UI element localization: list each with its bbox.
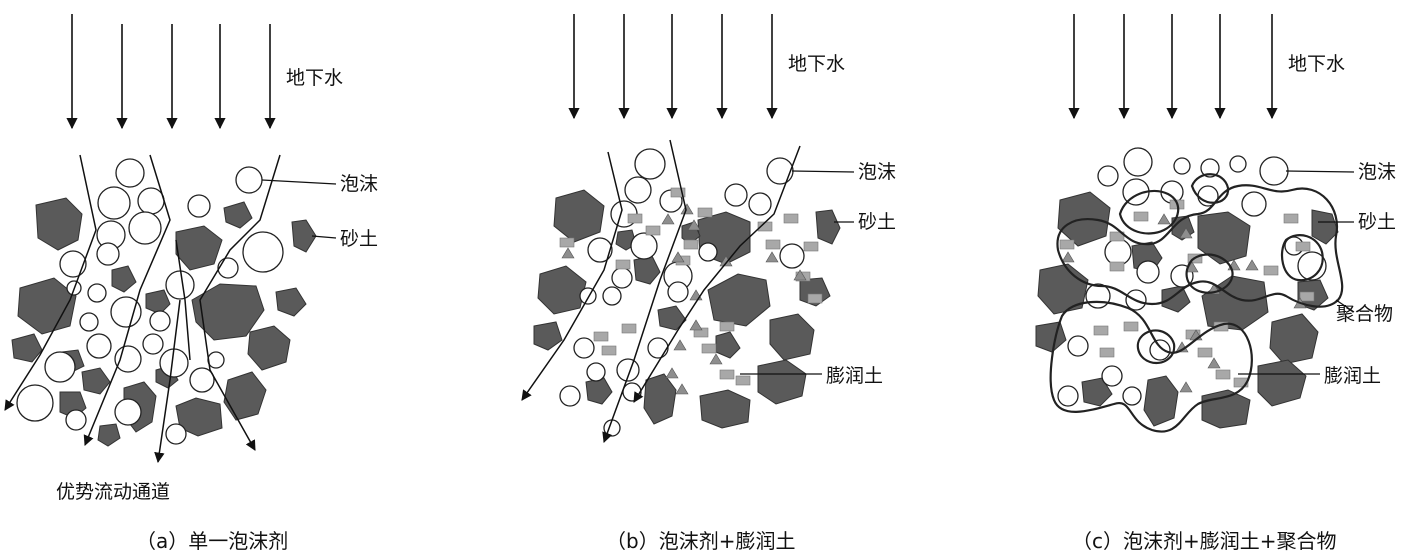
groundwater-arrows: [66, 14, 276, 130]
groundwater-arrows: [1068, 14, 1278, 120]
sand-label: 砂土: [1358, 211, 1396, 233]
polymer-label: 聚合物: [1336, 303, 1393, 325]
channel-label: 优势流动通道: [56, 481, 170, 503]
foam-bubbles: [559, 148, 805, 437]
groundwater-label: 地下水: [286, 67, 343, 89]
panel-c: 地下水: [1035, 14, 1396, 553]
flow-channels: [4, 154, 281, 464]
foam-label: 泡沫: [340, 173, 378, 195]
foam-bubbles: [16, 158, 284, 445]
bentonite-label: 膨润土: [826, 365, 883, 387]
caption-b: （b）泡沫剂+膨润土: [606, 529, 795, 553]
groundwater-label: 地下水: [788, 53, 845, 75]
sand-particles: [1035, 191, 1339, 429]
panel-a: 地下水: [4, 14, 378, 553]
leader-lines: [1238, 170, 1355, 375]
groundwater-label: 地下水: [1288, 53, 1345, 75]
groundwater-arrows: [568, 14, 778, 120]
sand-particles: [11, 197, 317, 447]
panel-b: 地下水: [521, 14, 896, 553]
polymer-network: [1049, 173, 1344, 433]
sand-label: 砂土: [858, 211, 896, 233]
caption-c: （c）泡沫剂+膨润土+聚合物: [1072, 529, 1337, 553]
caption-a: （a）单一泡沫剂: [136, 529, 288, 553]
foam-bubbles: [1057, 147, 1327, 407]
sand-label: 砂土: [340, 228, 378, 250]
bentonite-triangles: [561, 203, 807, 395]
leader-lines: [261, 179, 337, 239]
foam-label: 泡沫: [1358, 161, 1396, 183]
leader-lines: [740, 170, 855, 375]
flow-channels: [521, 139, 801, 443]
bentonite-label: 膨润土: [1324, 365, 1381, 387]
foam-label: 泡沫: [858, 161, 896, 183]
